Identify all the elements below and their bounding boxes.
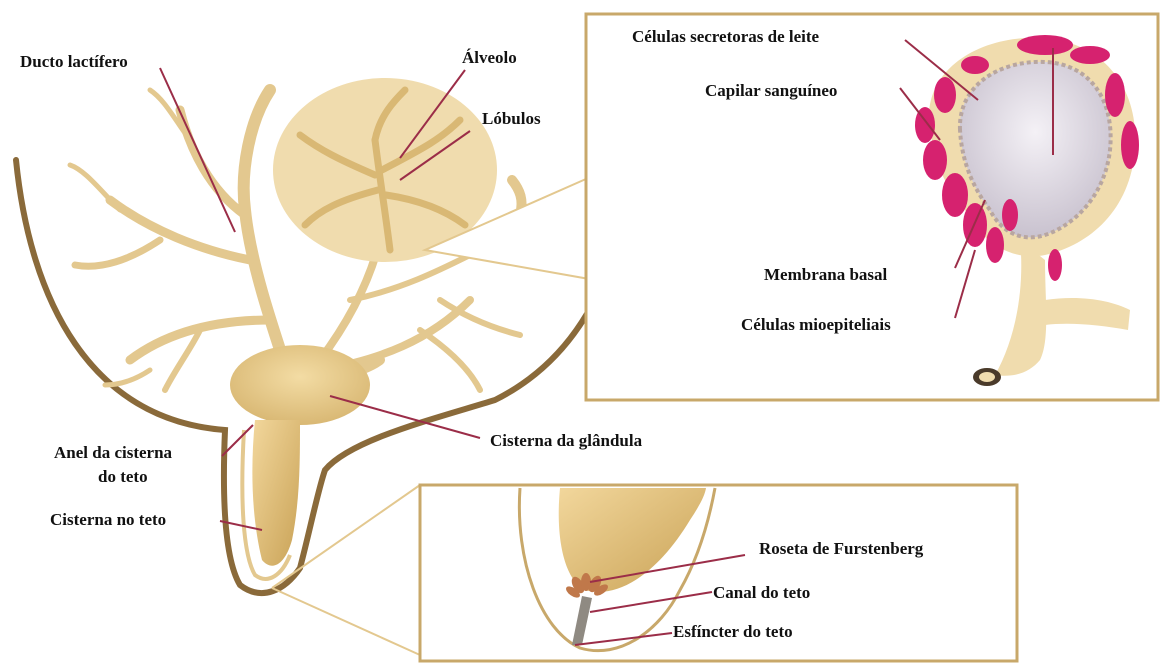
label-celulas-mioepiteliais: Células mioepiteliais [741, 315, 891, 334]
label-anel-cisterna-line1: Anel da cisterna [54, 443, 173, 462]
gland-cistern [230, 345, 370, 425]
label-lobulos: Lóbulos [482, 109, 541, 128]
label-canal-teto: Canal do teto [713, 583, 810, 602]
label-esfincter-teto: Esfíncter do teto [673, 622, 793, 641]
label-anel-cisterna-line2: do teto [98, 467, 148, 486]
label-membrana-basal: Membrana basal [764, 265, 888, 284]
label-ducto-lactifero: Ducto lactífero [20, 52, 128, 71]
label-roseta-furstenberg: Roseta de Furstenberg [759, 539, 924, 558]
label-cisterna-glandula: Cisterna da glândula [490, 431, 643, 450]
label-cisterna-teto: Cisterna no teto [50, 510, 166, 529]
label-capilar-sanguineo: Capilar sanguíneo [705, 81, 837, 100]
label-celulas-secretoras: Células secretoras de leite [632, 27, 820, 46]
teat-cistern [252, 420, 300, 566]
label-alveolo: Álveolo [462, 48, 517, 67]
